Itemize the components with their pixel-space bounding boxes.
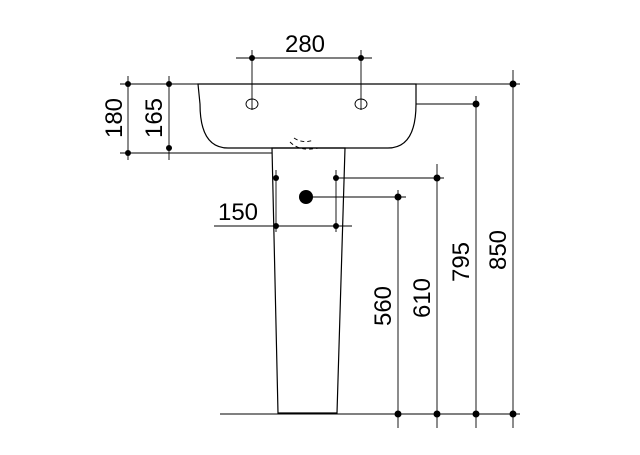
dim-150-left-marker — [273, 223, 279, 229]
inlet-top-left-marker — [273, 175, 279, 181]
basin-outline — [197, 83, 417, 149]
dim-850-bottom-marker — [509, 410, 517, 418]
dim-150-label: 150 — [218, 199, 258, 226]
dim-850-top-marker — [509, 80, 517, 88]
dim-165-label: 165 — [141, 98, 168, 138]
dim-610-top-marker — [433, 174, 441, 182]
tap-spacing-label: 280 — [285, 31, 325, 58]
overflow-detail — [289, 137, 319, 150]
dim-180-bottom-marker — [125, 150, 131, 156]
dim-795-bottom-marker — [472, 410, 480, 418]
dim-560-bottom-marker — [394, 410, 402, 418]
tap-spacing-right-marker — [358, 55, 364, 61]
dim-795-label: 795 — [448, 242, 475, 282]
pedestal-outline — [271, 147, 346, 414]
dim-610-bottom-marker — [433, 410, 441, 418]
dim-850-label: 850 — [485, 230, 512, 270]
dim-560-top-marker — [394, 193, 402, 201]
dim-795-top-marker — [472, 100, 480, 108]
dim-165-bottom-marker — [166, 145, 172, 151]
dim-180-label: 180 — [101, 98, 128, 138]
dim-180-top-marker — [125, 81, 131, 87]
dim-560-label: 560 — [370, 286, 397, 326]
dim-610-label: 610 — [409, 278, 436, 318]
inlet-top-right-marker — [333, 175, 339, 181]
dim-165-top-marker — [166, 81, 172, 87]
dim-150-right-marker — [333, 223, 339, 229]
tap-spacing-left-marker — [249, 55, 255, 61]
